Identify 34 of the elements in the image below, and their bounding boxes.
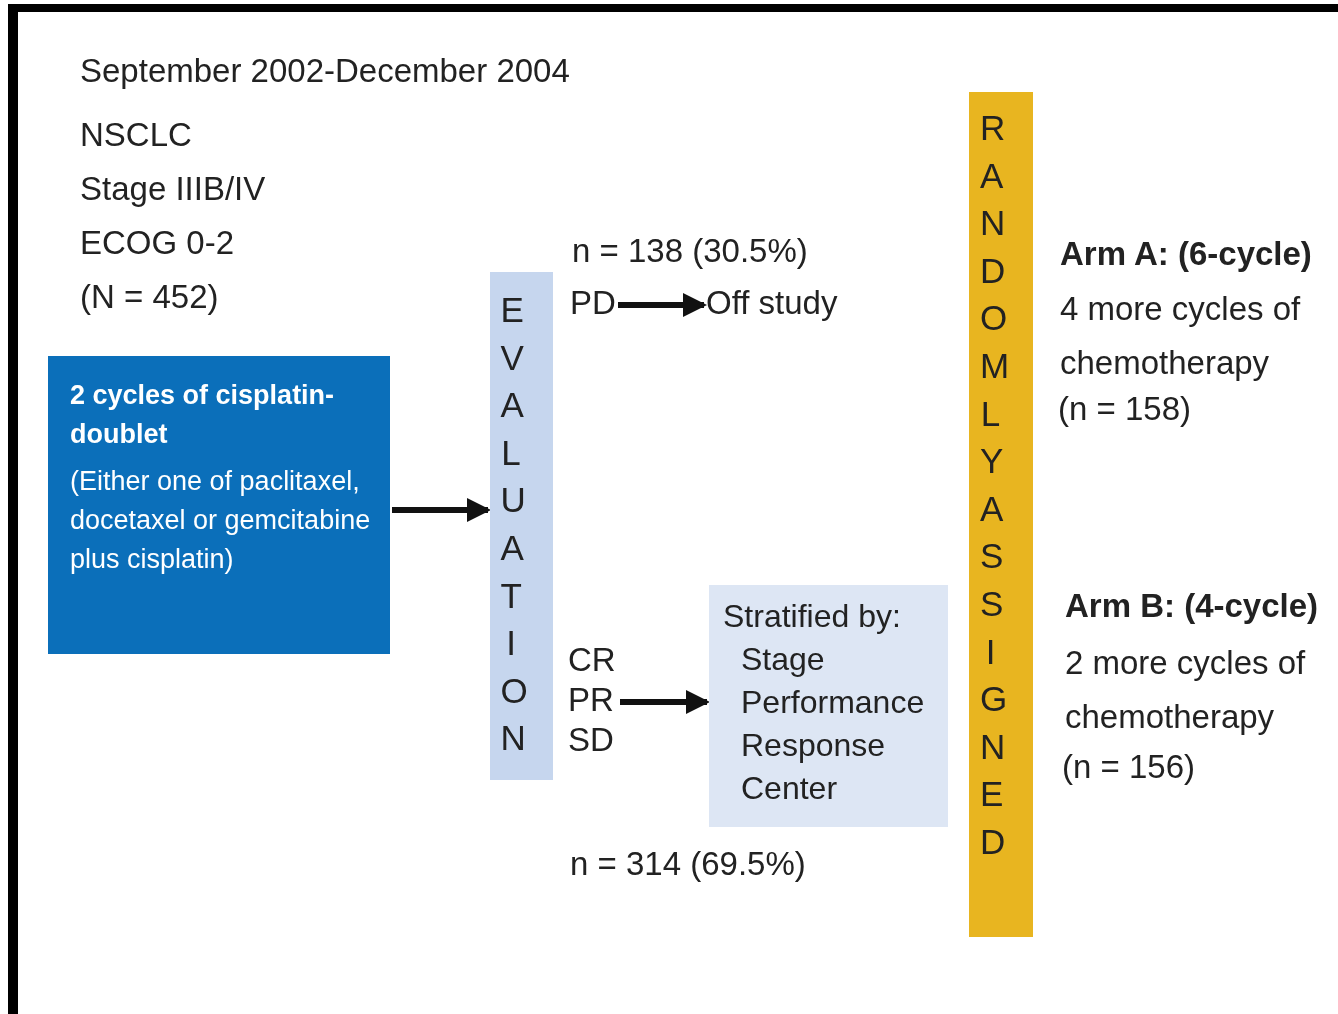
sample-size: (N = 452) (80, 278, 219, 316)
box-heading: Stratified by: (723, 597, 902, 636)
stratification-factor: Performance (741, 683, 926, 722)
arrow (392, 498, 491, 522)
stratification-factor: Center (741, 769, 839, 808)
arm-description: 2 more cycles of chemotherapy (1065, 643, 1307, 737)
study-criterion: ECOG 0-2 (80, 224, 235, 262)
stratification-factor: Stage (741, 640, 826, 679)
vertical-label: RANDOMLY ASSIGNED (979, 107, 1022, 863)
arrow (618, 293, 707, 317)
response-label: CR (568, 640, 617, 680)
box-body: (Either one of paclitaxel, docetaxel or gemcitabine plus cisplatin) (70, 465, 372, 576)
date-range: September 2002-December 2004 (80, 52, 570, 90)
stratification-box (709, 585, 948, 827)
arm-heading: Arm A: (6-cycle) (1060, 235, 1312, 273)
response-label: PR (568, 680, 615, 720)
outcome-label: Off study (706, 283, 839, 323)
count-label: n = 138 (30.5%) (572, 232, 808, 270)
box-heading: 2 cycles of cisplatin-doublet (70, 379, 336, 451)
randomization-band (969, 92, 1033, 937)
study-criterion: Stage IIIB/IV (80, 170, 266, 208)
response-label: SD (568, 720, 615, 760)
arm-description: 4 more cycles of chemotherapy (1060, 289, 1302, 383)
stratification-factor: Response (741, 726, 887, 765)
vertical-label: EVALUATION (499, 289, 543, 760)
outcome-label: PD (570, 283, 616, 323)
count-label: n = 314 (69.5%) (570, 845, 806, 883)
evaluation-band (490, 272, 553, 780)
study-criterion: NSCLC (80, 116, 192, 154)
arm-heading: Arm B: (4-cycle) (1065, 587, 1319, 625)
arm-count: (n = 156) (1062, 748, 1195, 786)
process-box (48, 356, 390, 654)
arm-count: (n = 158) (1058, 390, 1191, 428)
arrow (620, 690, 710, 714)
